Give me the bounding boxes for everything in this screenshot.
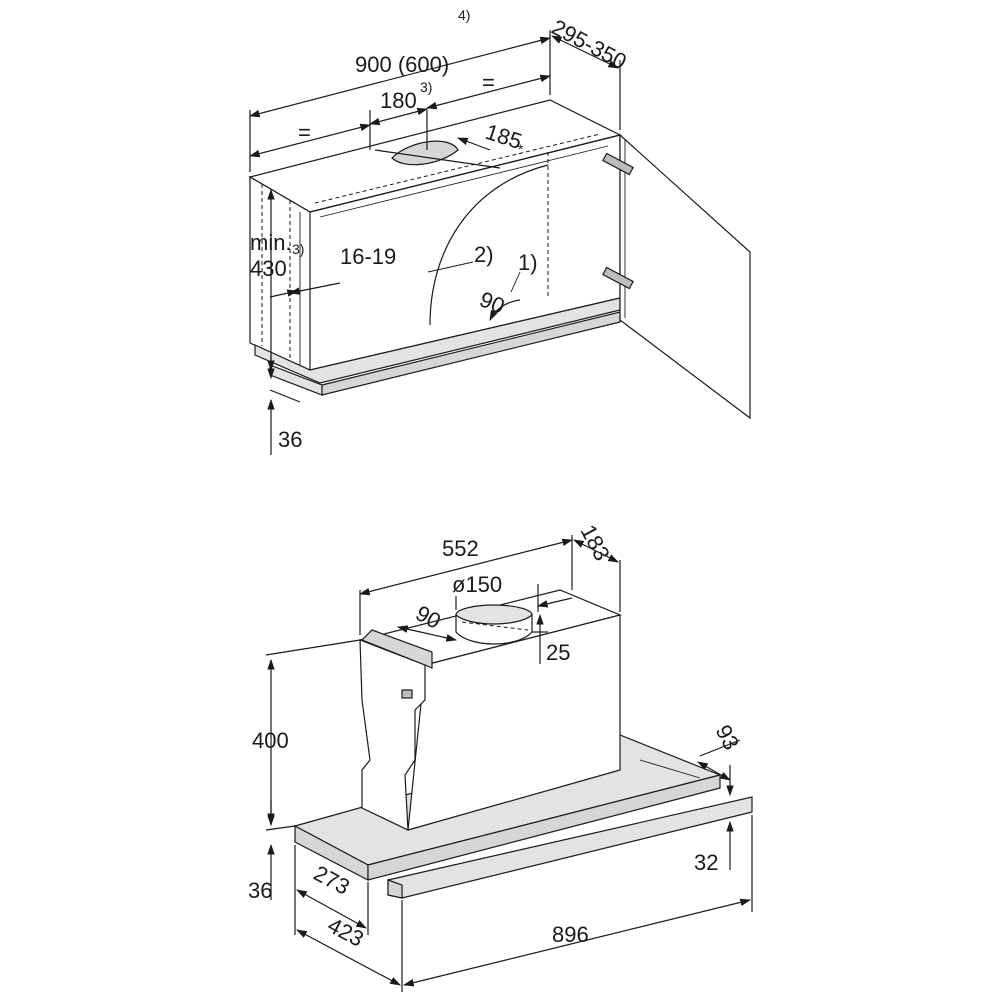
dim-height-430: 430 (250, 256, 287, 281)
dim-duct-mark: * (518, 141, 524, 157)
cabinet-drawing: 900 (600) 4) 295-350 180 3) = = 185 * mi… (248, 7, 751, 455)
dim-depth-295-350: 295-350 (548, 14, 631, 74)
dim-bottom-36: 36 (278, 427, 302, 452)
dim-body-width-552: 552 (442, 536, 479, 561)
note-2: 2) (474, 242, 494, 267)
dim-width-note: 4) (458, 7, 470, 23)
door-hinge-upper (602, 152, 634, 176)
dim-equal-right: = (482, 70, 495, 95)
duct-opening (391, 140, 459, 166)
dim-total-height-400: 400 (252, 728, 289, 753)
cabinet-cutout-curve (429, 164, 549, 326)
cabinet-door (619, 133, 751, 420)
dim-side-16-19: 16-19 (340, 244, 396, 269)
dim-panel-width-896: 896 (552, 922, 589, 947)
note-1: 1) (518, 250, 538, 275)
hood-lifting-handle (360, 629, 433, 669)
dim-angle-90: 90 (476, 286, 508, 318)
dim-panel-depth-93: 93 (711, 721, 745, 754)
hood-drawing: 552 183 ø150 90 25 400 93 32 36 273 423 … (248, 521, 753, 992)
dim-width-900: 900 (600) (355, 52, 449, 77)
door-hinge-lower (602, 266, 634, 290)
dim-equal-left: = (298, 120, 311, 145)
dim-panel-thickness-32: 32 (694, 850, 718, 875)
dim-panel-thickness-36: 36 (248, 878, 272, 903)
dim-outlet-diameter: ø150 (452, 572, 502, 597)
hood-side-bracket (359, 639, 426, 831)
dim-height-min: min. (250, 230, 292, 255)
dim-outlet-height-25: 25 (546, 640, 570, 665)
dim-height-note: 3) (292, 241, 304, 257)
dim-cutout-note: 3) (420, 79, 432, 95)
dim-cutout-180: 180 (380, 88, 417, 113)
dim-outer-depth-423: 423 (324, 912, 368, 951)
hood-body-front (407, 614, 621, 831)
